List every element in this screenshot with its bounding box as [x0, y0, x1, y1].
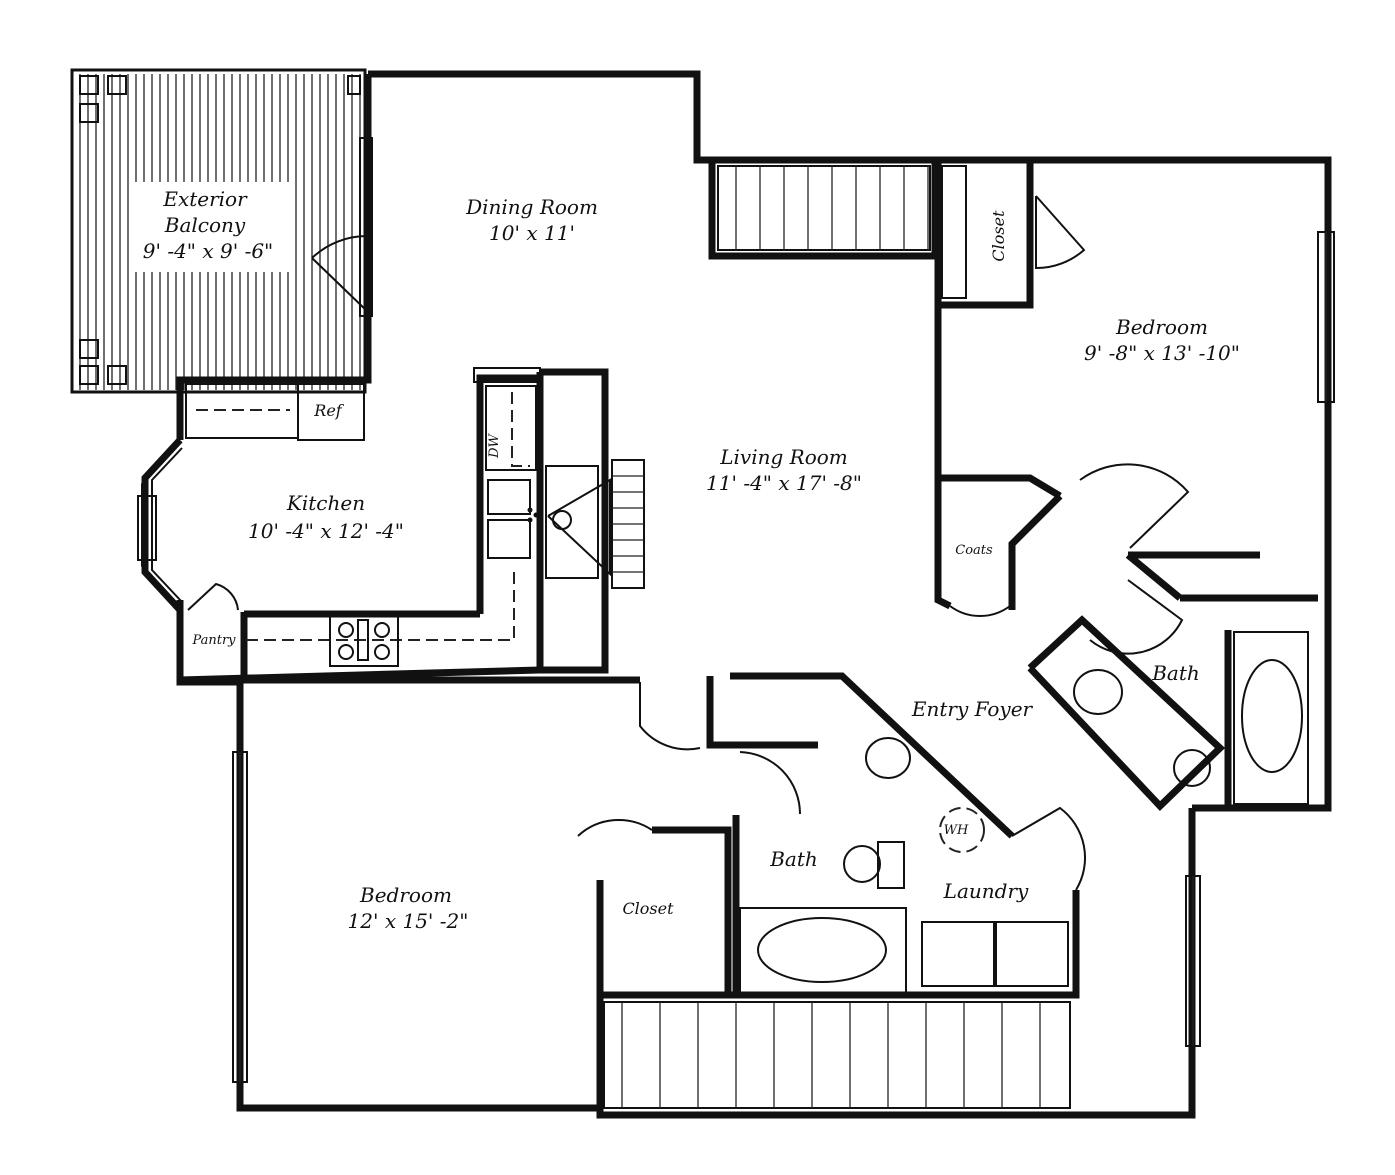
- bedroom-east-size: 9' -8" x 13' -10": [1084, 341, 1240, 365]
- interior-walls: [176, 160, 1318, 1115]
- bath-east-label: Bath: [1151, 661, 1200, 685]
- balcony-deck: [70, 68, 367, 394]
- entry-foyer-label: Entry Foyer: [911, 697, 1034, 721]
- living-room-size: 11' -4" x 17' -8": [706, 471, 862, 495]
- bedroom-east-label: Bedroom: [1115, 315, 1208, 339]
- balcony-label-line1: Exterior: [162, 187, 248, 211]
- windows: [232, 137, 1335, 1083]
- bath-center-label: Bath: [769, 847, 818, 871]
- balcony-size: 9' -4" x 9' -6": [143, 239, 274, 263]
- laundry-label: Laundry: [943, 879, 1029, 903]
- bay-window: [137, 447, 183, 603]
- wh-label: WH: [944, 823, 969, 838]
- living-room-label: Living Room: [719, 445, 848, 469]
- bedroom-west-label: Bedroom: [359, 883, 452, 907]
- bath-fixtures: [739, 631, 1309, 995]
- closet-east-label: Closet: [989, 210, 1008, 262]
- kitchen-label: Kitchen: [286, 491, 365, 515]
- kitchen-fixtures: [185, 367, 645, 667]
- kitchen-size: 10' -4" x 12' -4": [248, 519, 404, 543]
- dining-room-size: 10' x 11': [489, 221, 575, 245]
- coats-label: Coats: [955, 543, 993, 558]
- bedroom-west-size: 12' x 15' -2": [348, 909, 469, 933]
- doors: [187, 195, 1190, 891]
- stairs: [603, 165, 1071, 1109]
- dw-label: DW: [487, 432, 502, 458]
- labels: Exterior Balcony 9' -4" x 9' -6" Dining …: [143, 187, 1240, 933]
- closet-west-label: Closet: [622, 899, 674, 918]
- dining-room-label: Dining Room: [465, 195, 598, 219]
- pantry-label: Pantry: [191, 633, 236, 648]
- ref-label: Ref: [313, 401, 345, 420]
- balcony-label-line2: Balcony: [164, 213, 246, 237]
